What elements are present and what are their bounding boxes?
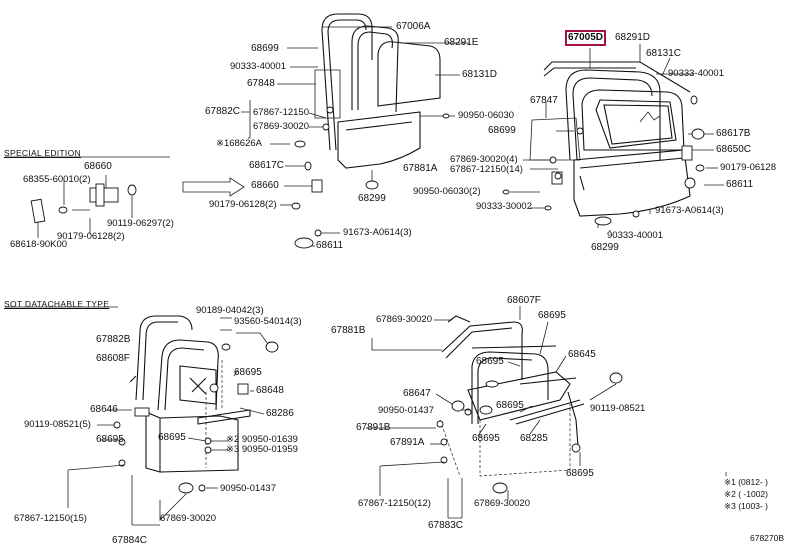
part-label-67869-30020-c[interactable]: 67869-30020: [160, 513, 216, 524]
part-label-68286[interactable]: 68286: [266, 408, 294, 419]
part-label-67881b[interactable]: 67881B: [331, 325, 366, 336]
leaders-top-center: [241, 26, 470, 249]
part-label-68695-d[interactable]: 68695: [538, 310, 566, 321]
footnote-3: ※3 (1003- ): [724, 501, 768, 511]
part-label-68617b[interactable]: 68617B: [716, 128, 751, 139]
part-label-67882c[interactable]: 67882C: [205, 106, 241, 117]
part-label-67891b[interactable]: 67891B: [356, 422, 391, 433]
part-label-68611-b[interactable]: 68611: [726, 179, 754, 190]
part-label-68617c[interactable]: 68617C: [249, 160, 285, 171]
part-label-68660-special[interactable]: 68660: [84, 161, 112, 172]
part-label-90179-06128-2[interactable]: 90179-06128(2): [209, 199, 277, 210]
part-label-90333-40001[interactable]: 90333-40001: [230, 61, 286, 72]
part-label-67847[interactable]: 67847: [530, 95, 558, 106]
part-label-68695-c[interactable]: 68695: [96, 434, 124, 445]
part-label-90119-08521[interactable]: 90119-08521: [590, 403, 646, 414]
part-label-90119-08521-5[interactable]: 90119-08521(5): [24, 419, 91, 430]
part-label-90333-40001-c[interactable]: 90333-40001: [607, 230, 663, 241]
part-label-67869-30020-e[interactable]: 67869-30020: [474, 498, 530, 509]
door-top-right: [529, 61, 698, 228]
part-label-91673-a0614-3[interactable]: 91673-A0614(3): [343, 227, 412, 238]
part-label-67891a[interactable]: 67891A: [390, 437, 425, 448]
part-label-91673-a0614-3-b[interactable]: 91673-A0614(3): [655, 205, 724, 216]
part-label-68695-b[interactable]: 68695: [158, 432, 186, 443]
part-label-90189-04042-3[interactable]: 90189-04042(3): [196, 305, 264, 316]
part-label-67867-12150-15[interactable]: 67867-12150(15): [14, 513, 87, 524]
part-label-68650c[interactable]: 68650C: [716, 144, 752, 155]
part-label-67867-12150-14[interactable]: 67867-12150(14): [450, 164, 523, 175]
part-label-68618-90k00[interactable]: 68618-90K00: [10, 239, 68, 250]
part-label-90950-06030[interactable]: 90950-06030: [458, 110, 514, 121]
part-label-68695-h[interactable]: 68695: [566, 468, 594, 479]
door-bottom-left: [5, 306, 279, 526]
diagram-id: 678270B: [750, 533, 785, 543]
part-label-67869-30020[interactable]: 67869-30020: [253, 121, 309, 132]
part-label-90950-01639[interactable]: ※2 90950-01639: [226, 434, 298, 445]
footnote-2: ※2 ( -1002): [724, 489, 768, 499]
part-label-68291d[interactable]: 68291D: [615, 32, 651, 43]
part-label-68695-e[interactable]: 68695: [476, 356, 504, 367]
part-label-67867-12150-12[interactable]: 67867-12150(12): [358, 498, 431, 509]
part-label-90179-06128-2-special[interactable]: 90179-06128(2): [57, 231, 125, 242]
part-label-68645[interactable]: 68645: [568, 349, 596, 360]
part-label-90333-40001-b[interactable]: 90333-40001: [668, 68, 724, 79]
door-bottom-right: [366, 306, 727, 519]
part-label-90950-01437-b[interactable]: 90950-01437: [378, 405, 434, 416]
part-label-68285[interactable]: 68285: [520, 433, 548, 444]
part-label-68699[interactable]: 68699: [251, 43, 279, 54]
part-label-68660[interactable]: 68660: [251, 180, 279, 191]
part-label-68291e[interactable]: 68291E: [444, 37, 479, 48]
part-label-67869-30020-d[interactable]: 67869-30020: [376, 314, 432, 325]
part-label-67882b[interactable]: 67882B: [96, 334, 131, 345]
part-label-90119-06297-2[interactable]: 90119-06297(2): [107, 218, 174, 229]
part-label-90179-06128[interactable]: 90179-06128: [720, 162, 776, 173]
part-label-68608f[interactable]: 68608F: [96, 353, 130, 364]
door-top-center: [314, 13, 441, 190]
part-label-68699-b[interactable]: 68699: [488, 125, 516, 136]
part-label-90950-01959[interactable]: ※3 90950-01959: [226, 444, 298, 455]
part-label-68607f[interactable]: 68607F: [507, 295, 541, 306]
part-label-90950-01437[interactable]: 90950-01437: [220, 483, 276, 494]
part-label-67848[interactable]: 67848: [247, 78, 275, 89]
part-label-68695-g[interactable]: 68695: [472, 433, 500, 444]
part-label-68131d[interactable]: 68131D: [462, 69, 498, 80]
part-label-68299-b[interactable]: 68299: [591, 242, 619, 253]
arrow-right-icon: [182, 177, 245, 197]
leaders-top-right: [502, 44, 724, 232]
footnote-1: ※1 (0812- ): [724, 477, 768, 487]
section-title-sot-datachable: SOT DATACHABLE TYPE: [4, 299, 110, 309]
part-label-168626a[interactable]: ※168626A: [216, 138, 262, 149]
part-label-90950-06030-2[interactable]: 90950-06030(2): [413, 186, 481, 197]
section-title-special-edition: SPECIAL EDITION: [4, 148, 81, 158]
part-label-67005d-highlighted[interactable]: 67005D: [564, 30, 607, 46]
part-label-68646[interactable]: 68646: [90, 404, 118, 415]
part-label-68131c[interactable]: 68131C: [646, 48, 682, 59]
part-label-90333-30002[interactable]: 90333-30002: [476, 201, 532, 212]
part-label-68647[interactable]: 68647: [403, 388, 431, 399]
part-label-67869-30020-4[interactable]: 67869-30020(4): [450, 154, 518, 165]
special-edition-parts: [5, 156, 170, 238]
part-label-68355-60010-2[interactable]: 68355-60010(2): [23, 174, 91, 185]
part-label-67884c[interactable]: 67884C: [112, 535, 148, 546]
part-label-68695-f[interactable]: 68695: [496, 400, 524, 411]
part-label-67006a[interactable]: 67006A: [396, 21, 431, 32]
part-label-68299[interactable]: 68299: [358, 193, 386, 204]
part-label-93560-54014-3[interactable]: 93560-54014(3): [234, 316, 302, 327]
part-label-67881a[interactable]: 67881A: [403, 163, 438, 174]
part-label-67867-12150[interactable]: 67867-12150: [253, 107, 309, 118]
part-label-68611[interactable]: 68611: [316, 240, 344, 251]
part-label-67883c[interactable]: 67883C: [428, 520, 464, 531]
part-label-68695-a[interactable]: 68695: [234, 367, 262, 378]
part-label-68648[interactable]: 68648: [256, 385, 284, 396]
